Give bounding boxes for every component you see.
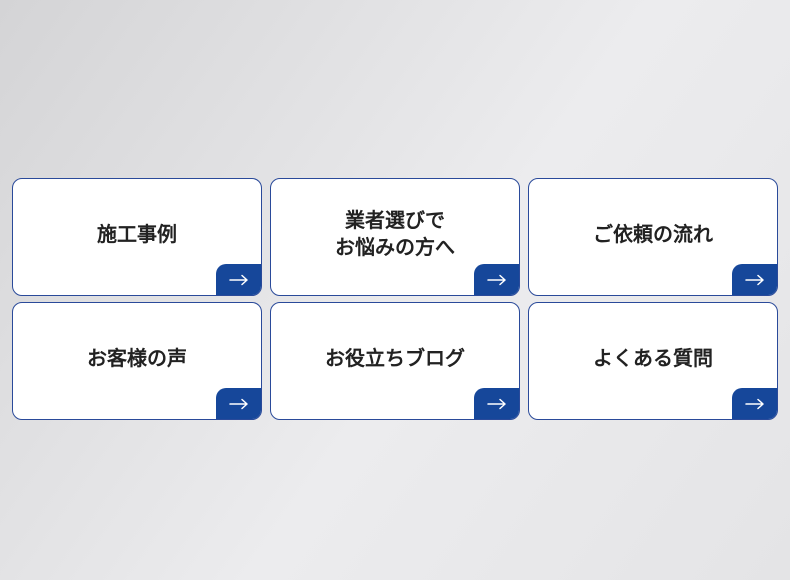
arrow-right-icon (732, 264, 777, 295)
card-label: ご依頼の流れ (593, 221, 713, 246)
nav-card-grid: 施工事例 業者選びで お悩みの方へ ご依頼の流れ お客様の声 お役立ちブログ よ… (12, 178, 778, 420)
arrow-right-icon (216, 264, 261, 295)
arrow-right-icon (216, 388, 261, 419)
card-label: お客様の声 (87, 345, 187, 370)
card-label: 施工事例 (97, 221, 177, 246)
card-cases[interactable]: 施工事例 (12, 178, 262, 296)
arrow-right-icon (732, 388, 777, 419)
card-voices[interactable]: お客様の声 (12, 302, 262, 420)
card-blog[interactable]: お役立ちブログ (270, 302, 520, 420)
card-flow[interactable]: ご依頼の流れ (528, 178, 778, 296)
arrow-right-icon (474, 388, 519, 419)
card-label: 業者選びで お悩みの方へ (335, 208, 455, 259)
card-faq[interactable]: よくある質問 (528, 302, 778, 420)
arrow-right-icon (474, 264, 519, 295)
card-label: よくある質問 (593, 345, 713, 370)
card-worries[interactable]: 業者選びで お悩みの方へ (270, 178, 520, 296)
card-label: お役立ちブログ (325, 345, 465, 370)
